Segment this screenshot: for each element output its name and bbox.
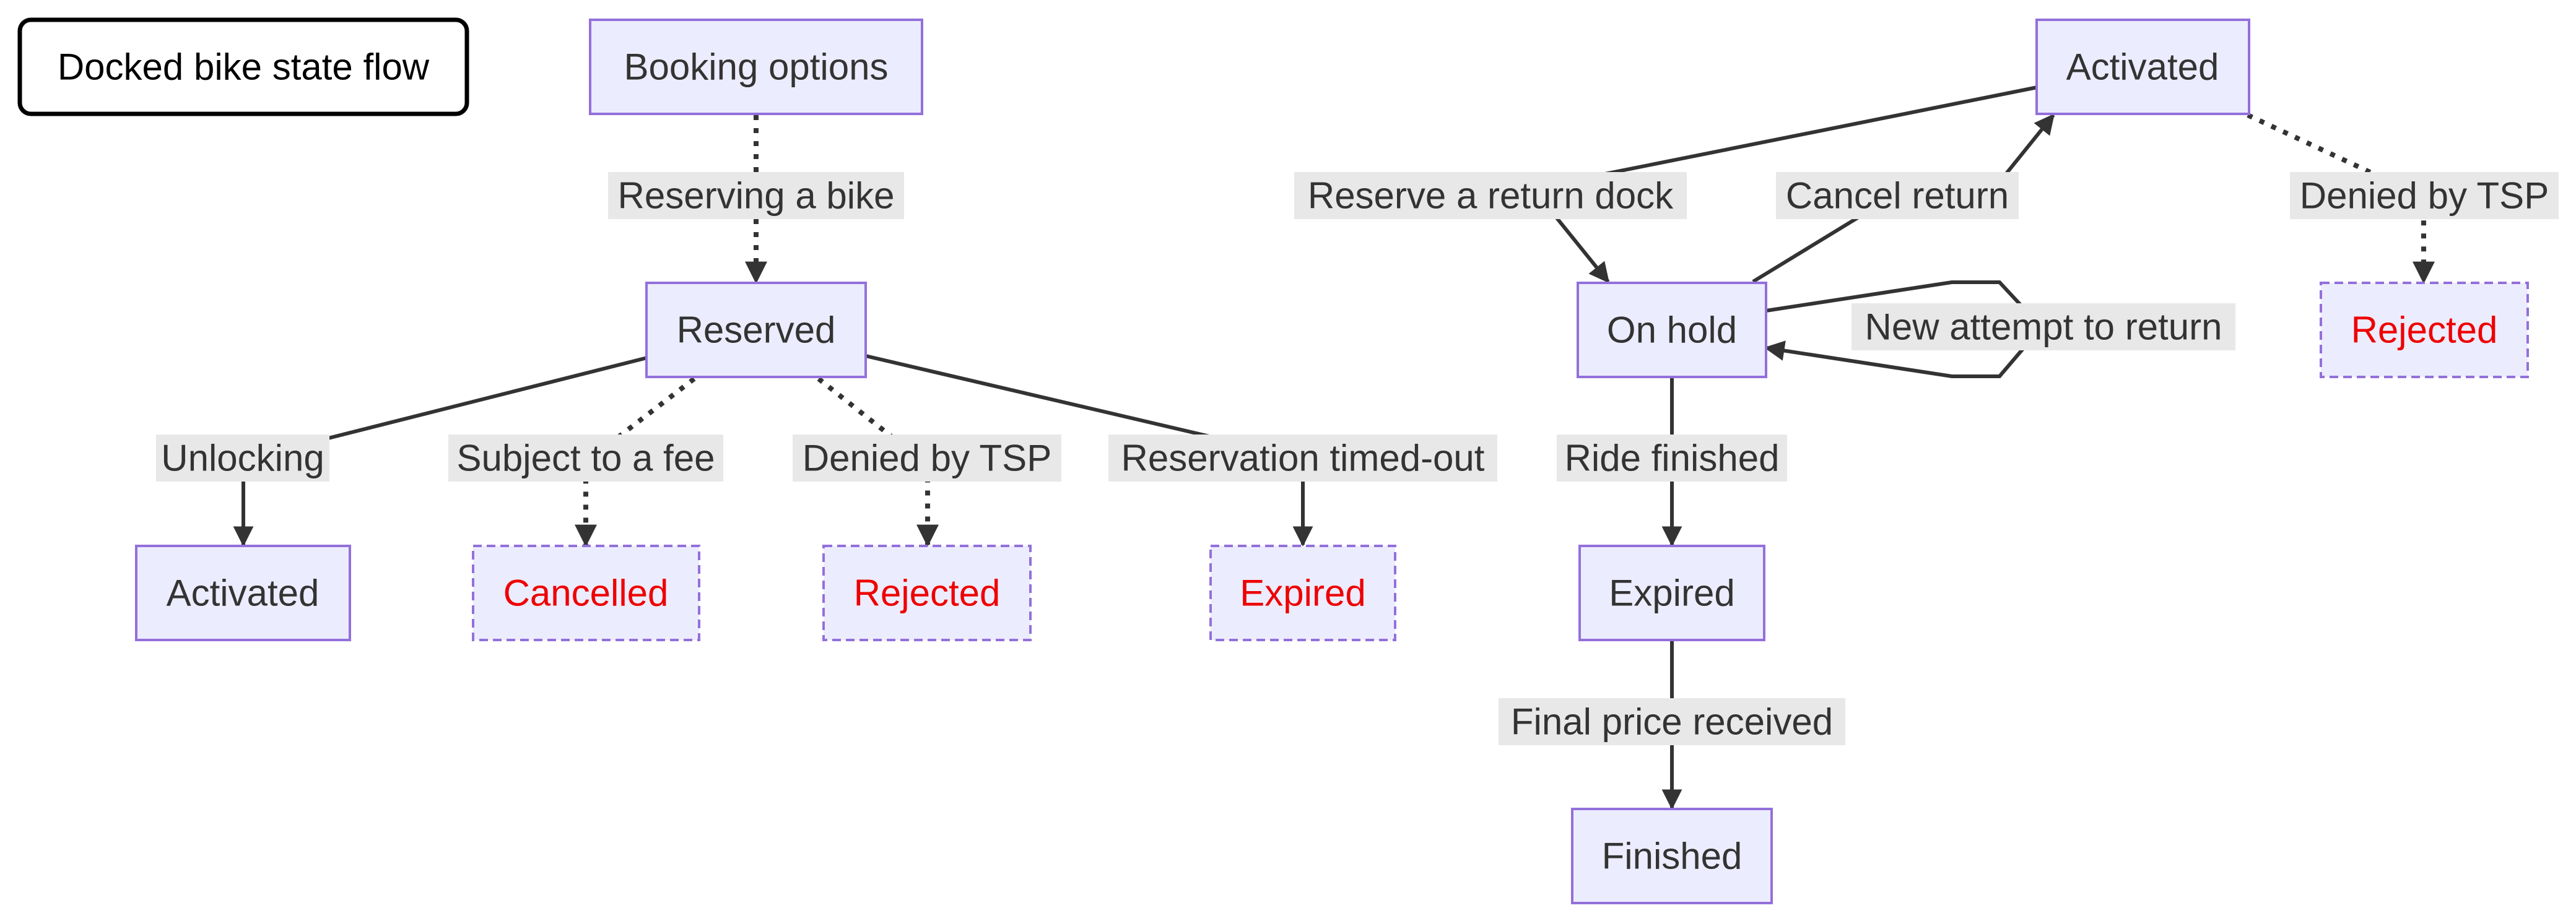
node-reserved[interactable]: Reserved xyxy=(645,282,867,378)
node-cancelled[interactable]: Cancelled xyxy=(472,545,700,641)
node-expired-left[interactable]: Expired xyxy=(1209,545,1396,641)
label-text: Reservation timed-out xyxy=(1121,438,1485,479)
label-text: Reserving a bike xyxy=(618,175,895,217)
node-label: Reserved xyxy=(677,309,836,351)
label-cancel-return: Cancel return xyxy=(1776,172,2019,219)
diagram-title: Docked bike state flow xyxy=(17,17,469,116)
node-expired-right[interactable]: Expired xyxy=(1578,545,1765,641)
label-text: Reserve a return dock xyxy=(1308,175,1674,217)
node-label: Expired xyxy=(1240,573,1365,614)
title-text: Docked bike state flow xyxy=(58,46,430,88)
label-text: New attempt to return xyxy=(1865,306,2222,348)
node-label: Booking options xyxy=(624,46,889,88)
edge-denied-by-tsp-left xyxy=(817,376,939,547)
node-label: Cancelled xyxy=(503,573,669,614)
node-booking-options[interactable]: Booking options xyxy=(589,19,923,115)
label-unlocking: Unlocking xyxy=(156,435,329,482)
edge-labels: Reserving a bike Unlocking Subject to a … xyxy=(156,172,2559,745)
label-reserve-a-return-dock: Reserve a return dock xyxy=(1294,172,1687,219)
node-label: Finished xyxy=(1602,836,1743,877)
node-label: On hold xyxy=(1607,309,1737,351)
node-rejected-left[interactable]: Rejected xyxy=(822,545,1032,641)
node-label: Expired xyxy=(1609,573,1734,614)
node-label: Rejected xyxy=(854,573,1001,614)
node-finished[interactable]: Finished xyxy=(1571,808,1773,904)
label-subject-to-a-fee: Subject to a fee xyxy=(448,435,723,482)
label-text: Cancel return xyxy=(1786,175,2009,217)
label-denied-by-tsp-left: Denied by TSP xyxy=(793,435,1061,482)
node-label: Activated xyxy=(2066,46,2219,88)
label-new-attempt-to-return: New attempt to return xyxy=(1852,303,2235,350)
label-final-price-received: Final price received xyxy=(1499,698,1845,745)
label-ride-finished: Ride finished xyxy=(1557,435,1787,482)
node-rejected-right[interactable]: Rejected xyxy=(2320,282,2529,378)
node-activated-left[interactable]: Activated xyxy=(135,545,351,641)
label-text: Final price received xyxy=(1511,701,1833,743)
label-denied-by-tsp-right: Denied by TSP xyxy=(2290,172,2559,219)
node-label: Activated xyxy=(167,573,320,614)
label-reservation-timed-out: Reservation timed-out xyxy=(1108,435,1497,482)
node-on-hold[interactable]: On hold xyxy=(1577,282,1767,378)
label-reserving-a-bike: Reserving a bike xyxy=(608,172,904,219)
label-text: Denied by TSP xyxy=(803,438,1051,479)
node-label: Rejected xyxy=(2351,309,2498,351)
label-text: Denied by TSP xyxy=(2300,175,2549,217)
label-text: Ride finished xyxy=(1565,438,1780,479)
label-text: Subject to a fee xyxy=(457,438,715,479)
node-activated-right[interactable]: Activated xyxy=(2035,19,2250,115)
label-text: Unlocking xyxy=(161,438,324,479)
nodes: Booking options Reserved Activated Cance… xyxy=(135,19,2529,904)
